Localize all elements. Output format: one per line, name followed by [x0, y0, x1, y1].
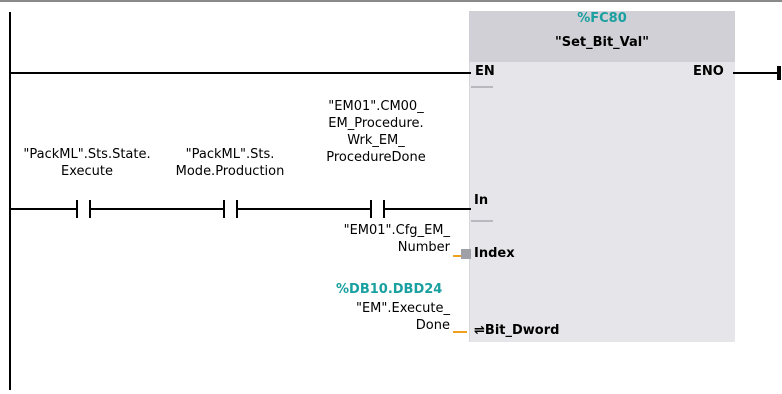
function-block[interactable] [469, 11, 735, 342]
index-operand[interactable]: "EM01".Cfg_EM_ Number [343, 223, 450, 255]
rung-segment-2 [90, 208, 224, 210]
bit-dword-operand[interactable]: "EM".Execute_ Done [355, 301, 450, 333]
en-pin-marker [471, 86, 493, 88]
block-address: %FC80 [577, 11, 627, 26]
pin-bit-dword[interactable]: ⇌Bit_Dword [474, 323, 560, 338]
bit-dword-address[interactable]: %DB10.DBD24 [336, 282, 443, 297]
contact-3-label[interactable]: "EM01".CM00_ EM_Procedure. Wrk_EM_ Proce… [326, 99, 426, 165]
en-rung-line [10, 72, 471, 74]
pin-index[interactable]: Index [474, 246, 515, 261]
left-power-rail [9, 12, 11, 390]
rung-segment-4 [384, 208, 471, 210]
eno-output-line [733, 72, 779, 74]
pin-en[interactable]: EN [475, 64, 495, 79]
index-pin-indicator [461, 249, 471, 259]
pin-eno[interactable]: ENO [693, 64, 724, 79]
contact-1-label[interactable]: "PackML".Sts.State. Execute [23, 147, 151, 179]
rung-segment-1 [10, 208, 77, 210]
in-pin-marker [471, 220, 493, 222]
block-name[interactable]: "Set_Bit_Val" [554, 35, 650, 50]
contact-2-label[interactable]: "PackML".Sts. Mode.Production [175, 147, 285, 179]
contact-2-left-bar[interactable] [223, 200, 225, 218]
pin-in[interactable]: In [474, 193, 489, 208]
inout-arrow-icon: ⇌ [474, 323, 485, 338]
rung-segment-3 [237, 208, 371, 210]
function-block-header [469, 11, 735, 62]
contact-3-left-bar[interactable] [370, 200, 372, 218]
top-divider [0, 0, 782, 2]
index-wire [453, 255, 463, 257]
contact-1-left-bar[interactable] [76, 200, 78, 218]
eno-terminal [777, 66, 781, 80]
bit-dword-wire [453, 331, 467, 333]
